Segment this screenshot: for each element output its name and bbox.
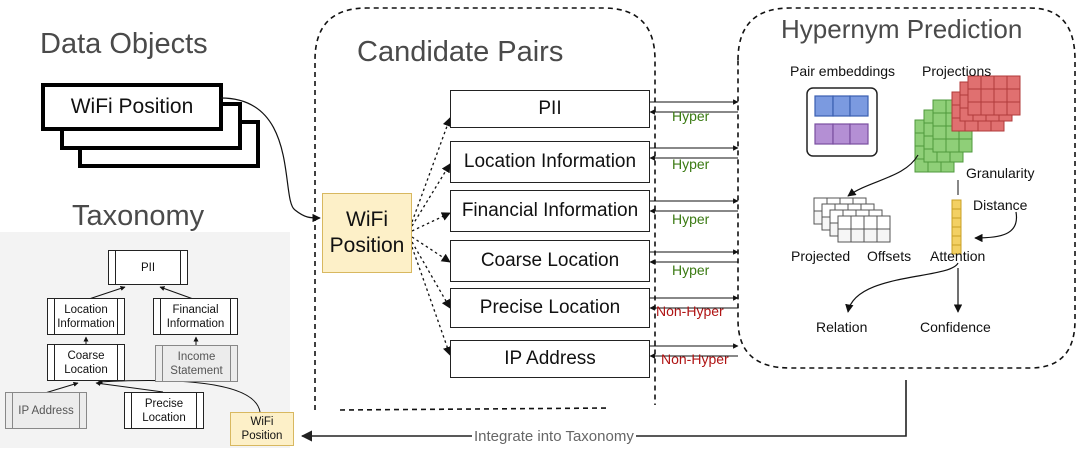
projected-label: Projected xyxy=(791,248,851,264)
data-objects-title: Data Objects xyxy=(40,28,208,60)
relation-label: Non-Hyper xyxy=(656,303,724,319)
data-object-card xyxy=(41,83,223,131)
candidate-coarse-location: Coarse Location xyxy=(450,240,650,282)
taxonomy-title: Taxonomy xyxy=(72,200,205,232)
integrate-label: Integrate into Taxonomy xyxy=(472,428,636,445)
taxonomy-node-location-information: Location Information xyxy=(47,298,125,335)
attention-label: Attention xyxy=(930,248,986,264)
distance-label: Distance xyxy=(973,197,1028,213)
candidate-pairs-panel xyxy=(314,7,656,410)
candidate-location-information: Location Information xyxy=(450,141,650,183)
taxonomy-node-pii: PII xyxy=(108,250,188,285)
candidate-pii: PII xyxy=(450,90,650,128)
hypernym-prediction-title: Hypernym Prediction xyxy=(781,14,1023,44)
relation-output-label: Relation xyxy=(816,319,868,335)
candidate-precise-location: Precise Location xyxy=(450,288,650,328)
taxonomy-node-financial-information: Financial Information xyxy=(153,298,238,335)
taxonomy-node-income-statement: Income Statement xyxy=(155,345,238,382)
projections-label: Projections xyxy=(922,63,992,79)
hypernym-prediction-panel xyxy=(737,7,1076,369)
granularity-label: Granularity xyxy=(966,165,1035,181)
projected-offsets-icon xyxy=(813,197,891,243)
pair-embeddings-label: Pair embeddings xyxy=(790,63,896,79)
relation-label: Non-Hyper xyxy=(661,351,729,367)
relation-label: Hyper xyxy=(672,211,710,227)
offsets-label: Offsets xyxy=(867,248,912,264)
taxonomy-node-ip-address: IP Address xyxy=(5,392,87,429)
relation-label: Hyper xyxy=(672,156,710,172)
candidate-pairs-title: Candidate Pairs xyxy=(357,36,564,68)
candidate-financial-information: Financial Information xyxy=(450,190,650,232)
attention-icon xyxy=(951,199,962,255)
relation-label: Hyper xyxy=(672,108,710,124)
confidence-output-label: Confidence xyxy=(920,319,991,335)
taxonomy-node-new: WiFi Position xyxy=(230,412,294,446)
relation-label: Hyper xyxy=(672,262,710,278)
candidate-ip-address: IP Address xyxy=(450,340,650,378)
taxonomy-node-coarse-location: Coarse Location xyxy=(47,344,125,381)
taxonomy-node-precise-location: Precise Location xyxy=(124,392,204,429)
projections-icon xyxy=(914,75,1021,173)
query-node: WiFi Position xyxy=(322,193,412,273)
data-object-label: WiFi Position xyxy=(70,95,194,118)
